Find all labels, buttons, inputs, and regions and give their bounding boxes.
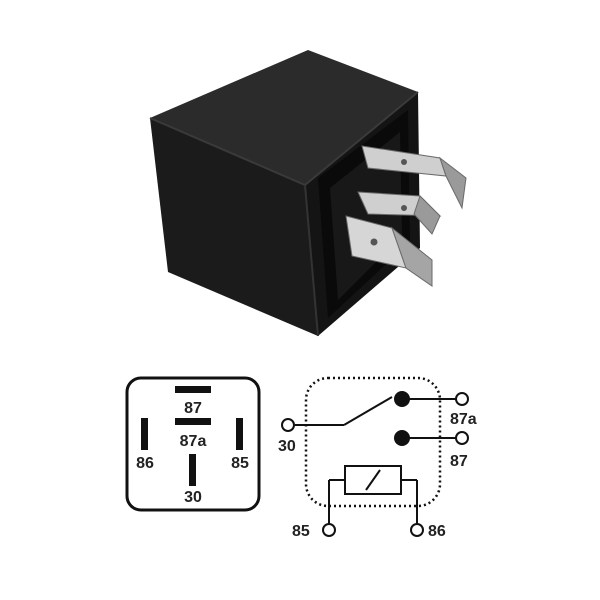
switch-arm [343, 396, 393, 426]
schematic-label-30: 30 [278, 438, 296, 455]
schematic-label-86: 86 [428, 523, 446, 540]
relay-socket-inner [330, 132, 402, 300]
schematic-label-87a: 87a [450, 411, 477, 428]
pin-85-bar [236, 418, 243, 450]
schematic-housing-outline [304, 376, 442, 508]
pin-86-bar [141, 418, 148, 450]
pinout-label-30: 30 [184, 489, 202, 506]
terminal-85 [322, 523, 336, 537]
relay-terminal-middle [357, 191, 442, 235]
relay-edge-highlight-vertical [304, 184, 319, 337]
pin-87a-bar [175, 418, 211, 425]
coil-diagonal [365, 469, 381, 491]
terminal-87 [455, 431, 469, 445]
pinout-diagram: 87 87a 86 85 30 [125, 376, 261, 512]
pin-87-bar [175, 386, 211, 393]
pinout-label-87: 87 [184, 400, 202, 417]
terminal-30 [281, 418, 295, 432]
pinout-label-86: 86 [136, 455, 154, 472]
terminal-87a [455, 392, 469, 406]
relay-schematic: 87a 30 87 85 86 [278, 376, 477, 540]
pinout-label-87a: 87a [180, 433, 207, 450]
relay-photo [149, 50, 467, 337]
pinout-outline [125, 376, 261, 512]
relay-top-face [150, 50, 418, 185]
terminal-86 [410, 523, 424, 537]
pinout-label-85: 85 [231, 455, 249, 472]
relay-terminal-bottom-wide [345, 215, 433, 287]
schematic-label-87: 87 [450, 453, 468, 470]
schematic-label-85: 85 [292, 523, 310, 540]
pin-30-bar [189, 454, 196, 486]
relay-terminal-top [361, 145, 467, 210]
